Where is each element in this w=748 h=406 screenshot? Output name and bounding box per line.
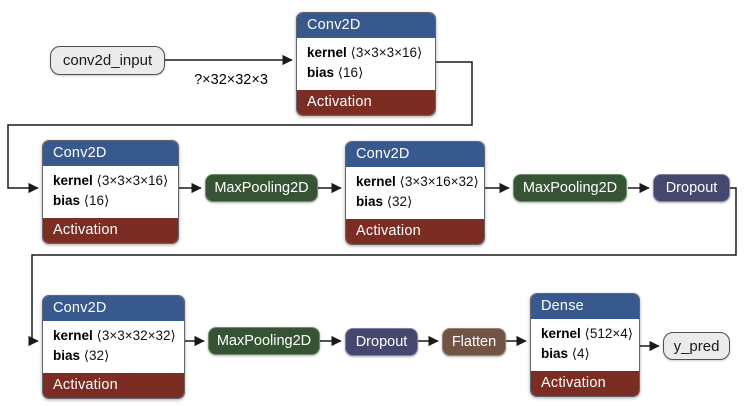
kernel-attribute: kernel ⟨512×4⟩	[541, 326, 633, 341]
layer-type-header: Dense	[531, 294, 639, 319]
maxpooling2d-node-1[interactable]: MaxPooling2D	[205, 174, 318, 202]
kernel-attribute: kernel ⟨3×3×16×32⟩	[356, 174, 479, 189]
input-node-label: conv2d_input	[62, 52, 153, 69]
bias-attribute: bias ⟨32⟩	[53, 348, 110, 364]
output-node[interactable]: y_pred	[663, 332, 730, 360]
layer-attributes: kernel ⟨3×3×3×16⟩ bias ⟨16⟩	[297, 38, 435, 90]
bias-attribute: bias ⟨16⟩	[307, 65, 364, 81]
bias-attribute: bias ⟨4⟩	[541, 346, 590, 362]
maxpooling2d-node-3[interactable]: MaxPooling2D	[208, 327, 320, 355]
edge-conv1-conv2	[7, 61, 473, 194]
layer-attributes: kernel ⟨3×3×3×16⟩ bias ⟨16⟩	[43, 166, 178, 218]
conv2d-node-1[interactable]: Conv2D kernel ⟨3×3×3×16⟩ bias ⟨16⟩ Activ…	[296, 12, 436, 116]
output-node-label: y_pred	[673, 337, 720, 355]
input-node[interactable]: conv2d_input	[50, 46, 165, 75]
layer-attributes: kernel ⟨3×3×32×32⟩ bias ⟨32⟩	[43, 321, 184, 373]
layer-attributes: kernel ⟨3×3×16×32⟩ bias ⟨32⟩	[346, 167, 484, 219]
input-shape-label: ?×32×32×3	[194, 72, 268, 88]
conv2d-node-2[interactable]: Conv2D kernel ⟨3×3×3×16⟩ bias ⟨16⟩ Activ…	[42, 140, 179, 244]
dropout-node-2[interactable]: Dropout	[345, 328, 418, 356]
layer-attributes: kernel ⟨512×4⟩ bias ⟨4⟩	[531, 319, 639, 371]
bias-attribute: bias ⟨16⟩	[53, 193, 110, 209]
layer-type-header: Conv2D	[43, 296, 184, 321]
layer-type-header: Conv2D	[346, 142, 484, 167]
activation-footer: Activation	[43, 217, 178, 243]
layer-type-header: Conv2D	[43, 141, 178, 166]
kernel-attribute: kernel ⟨3×3×32×32⟩	[53, 328, 176, 343]
kernel-attribute: kernel ⟨3×3×3×16⟩	[53, 173, 169, 188]
activation-footer: Activation	[531, 370, 639, 396]
dropout-node-1[interactable]: Dropout	[653, 174, 730, 202]
activation-footer: Activation	[346, 218, 484, 244]
maxpooling2d-node-2[interactable]: MaxPooling2D	[513, 174, 627, 202]
edge-dropout1-conv4	[28, 187, 737, 347]
layer-type-header: Conv2D	[297, 13, 435, 38]
kernel-attribute: kernel ⟨3×3×3×16⟩	[307, 45, 423, 60]
activation-footer: Activation	[43, 372, 184, 398]
flatten-node[interactable]: Flatten	[442, 328, 506, 356]
conv2d-node-3[interactable]: Conv2D kernel ⟨3×3×16×32⟩ bias ⟨32⟩ Acti…	[345, 141, 485, 245]
dense-node[interactable]: Dense kernel ⟨512×4⟩ bias ⟨4⟩ Activation	[530, 293, 640, 397]
conv2d-node-4[interactable]: Conv2D kernel ⟨3×3×32×32⟩ bias ⟨32⟩ Acti…	[42, 295, 185, 399]
activation-footer: Activation	[297, 89, 435, 115]
bias-attribute: bias ⟨32⟩	[356, 194, 413, 210]
